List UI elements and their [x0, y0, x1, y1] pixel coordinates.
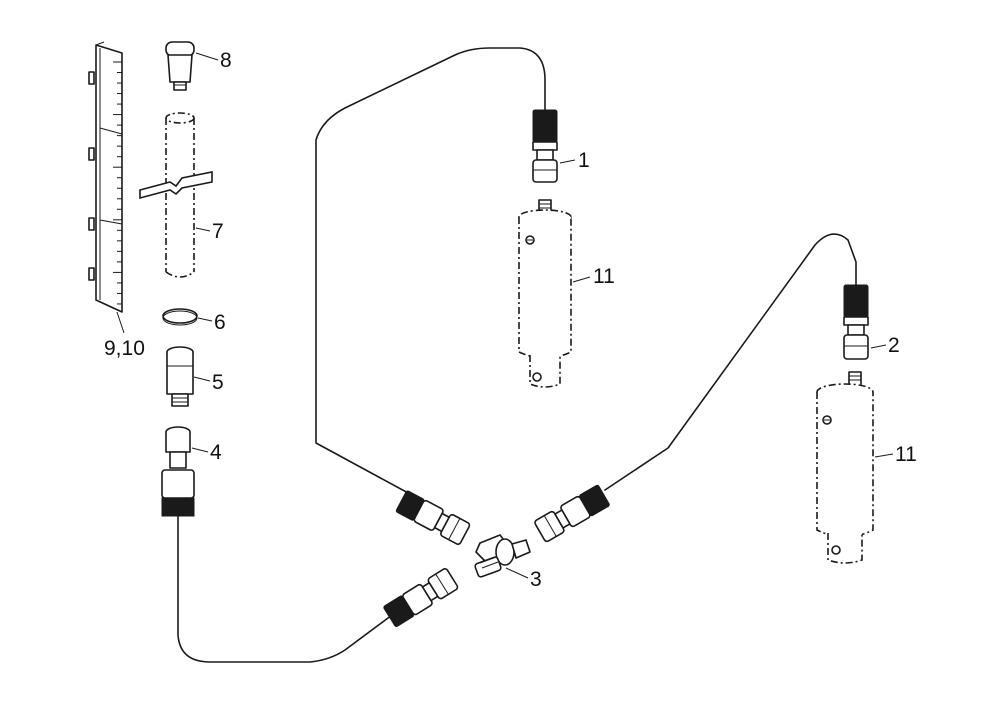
callout-8: 8	[220, 49, 232, 72]
hose-right	[604, 233, 857, 491]
callout-2: 2	[888, 334, 900, 357]
leader-5	[193, 376, 211, 382]
callout-11-upper: 11	[593, 265, 615, 288]
leader-4	[191, 447, 209, 453]
fitting-part-2	[843, 284, 869, 360]
connector-bottom	[383, 568, 459, 627]
nut-fitting-part-4	[161, 426, 195, 517]
break-symbol	[139, 171, 213, 200]
tube-part-7	[139, 112, 213, 278]
leader-9-10	[116, 311, 125, 334]
graduated-scale	[88, 41, 123, 313]
callout-7: 7	[212, 220, 224, 243]
callout-11-lower: 11	[895, 443, 917, 466]
cross-fitting-part-3	[474, 534, 531, 578]
adapter-part-5	[166, 346, 194, 407]
hose-bottom	[177, 514, 393, 663]
leader-11-lower	[874, 453, 894, 458]
callout-4: 4	[210, 441, 222, 464]
connector-upper-left	[395, 490, 471, 545]
leader-8	[195, 52, 219, 61]
leader-2	[870, 344, 887, 349]
leader-3	[505, 567, 529, 579]
leader-11-upper	[572, 276, 591, 283]
cylinder-upper-part-11	[518, 199, 572, 388]
cap-part-8	[165, 41, 195, 91]
connector-right	[534, 484, 610, 543]
hose-upper-left	[315, 47, 546, 495]
callout-5: 5	[212, 371, 224, 394]
callout-6: 6	[214, 311, 226, 334]
callout-3: 3	[530, 568, 542, 591]
leader-7	[195, 227, 211, 232]
leader-6	[197, 317, 213, 322]
ring-part-6	[162, 308, 198, 326]
callout-9-10: 9,10	[104, 337, 145, 360]
fitting-part-1	[532, 109, 558, 183]
leader-1	[559, 159, 576, 164]
callout-1: 1	[578, 149, 590, 172]
cylinder-lower-part-11	[816, 371, 874, 564]
